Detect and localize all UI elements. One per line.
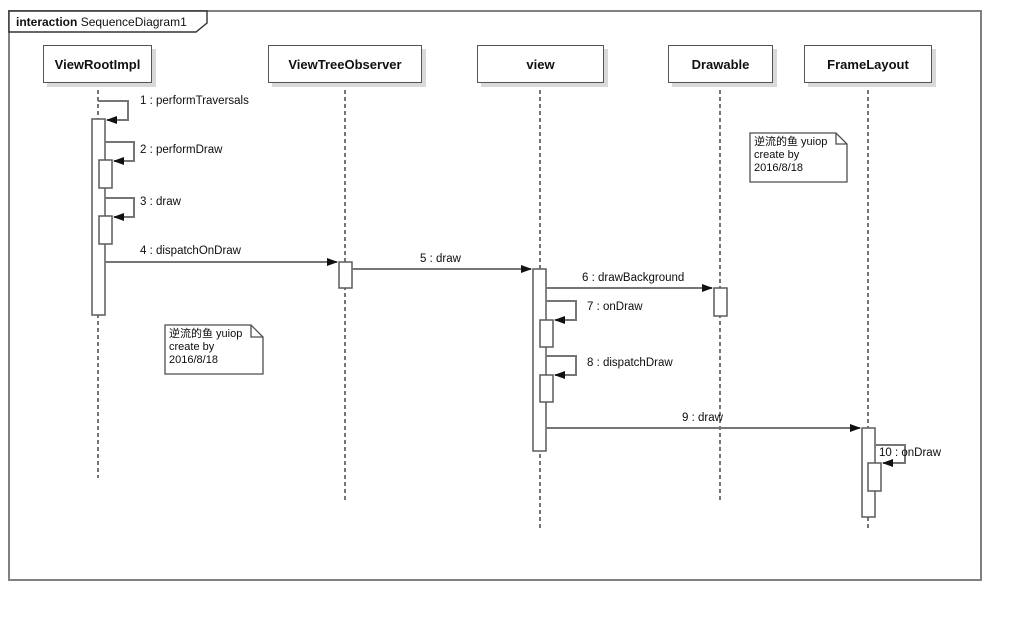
message-line-2-performdraw	[105, 141, 135, 165]
lifeline-label: FrameLayout	[827, 56, 909, 72]
activation-view-dispatchdraw	[539, 374, 554, 403]
lifeline-head-viewtreeobserver: ViewTreeObserver	[268, 45, 422, 83]
message-label-1: 1 : performTraversals	[140, 95, 249, 107]
activation-view-ondraw	[539, 319, 554, 348]
message-label-10: 10 : onDraw	[879, 447, 942, 459]
message-lines	[98, 100, 906, 467]
lifeline-label: Drawable	[691, 56, 750, 72]
diagram-frame-border	[8, 10, 982, 581]
message-line-8-dispatchdraw	[546, 355, 577, 379]
note-left: 逆流的鱼 yuiop create by 2016/8/18	[169, 328, 243, 366]
message-line-7-ondraw	[546, 300, 577, 324]
activation-view-main	[532, 268, 547, 452]
lifeline-head-viewrootimpl: ViewRootImpl	[43, 45, 152, 83]
note-shape-right	[749, 132, 848, 183]
lifeline-label: ViewRootImpl	[54, 56, 141, 72]
activation-viewtreeobserver	[338, 261, 353, 289]
frame-title: interaction SequenceDiagram1	[16, 15, 187, 29]
activation-drawable	[713, 287, 728, 317]
frame-name: SequenceDiagram1	[80, 15, 187, 29]
message-line-1-performtraversals	[98, 100, 129, 124]
note-fold-right-icon	[835, 133, 847, 145]
message-label-3: 3 : draw	[140, 196, 181, 208]
message-label-8: 8 : dispatchDraw	[587, 357, 673, 369]
lifeline-label: view	[526, 56, 555, 72]
message-label-5: 5 : draw	[420, 253, 461, 265]
lifeline-label: ViewTreeObserver	[288, 56, 402, 72]
message-line-10-ondraw	[875, 444, 906, 467]
lifeline-head-drawable: Drawable	[668, 45, 773, 83]
lifeline-head-view: view	[477, 45, 604, 83]
frame-label-shape	[8, 10, 208, 33]
activation-bars	[91, 118, 882, 518]
message-label-6: 6 : drawBackground	[582, 272, 685, 284]
message-label-4: 4 : dispatchOnDraw	[140, 245, 241, 257]
note-right: 逆流的鱼 yuiop create by 2016/8/18	[754, 136, 828, 174]
note-shapes	[164, 132, 848, 375]
message-label-2: 2 : performDraw	[140, 144, 223, 156]
note-shape-left	[164, 324, 264, 375]
activation-viewrootimpl-performdraw	[98, 159, 113, 189]
lifeline-head-framelayout: FrameLayout	[804, 45, 932, 83]
message-line-3-draw	[105, 197, 135, 221]
note-fold-left-icon	[250, 325, 263, 338]
activation-viewrootimpl-draw	[98, 215, 113, 245]
message-label-9: 9 : draw	[682, 412, 723, 424]
frame-keyword: interaction	[16, 15, 78, 29]
activation-framelayout-ondraw	[867, 462, 882, 492]
message-label-7: 7 : onDraw	[587, 301, 643, 313]
